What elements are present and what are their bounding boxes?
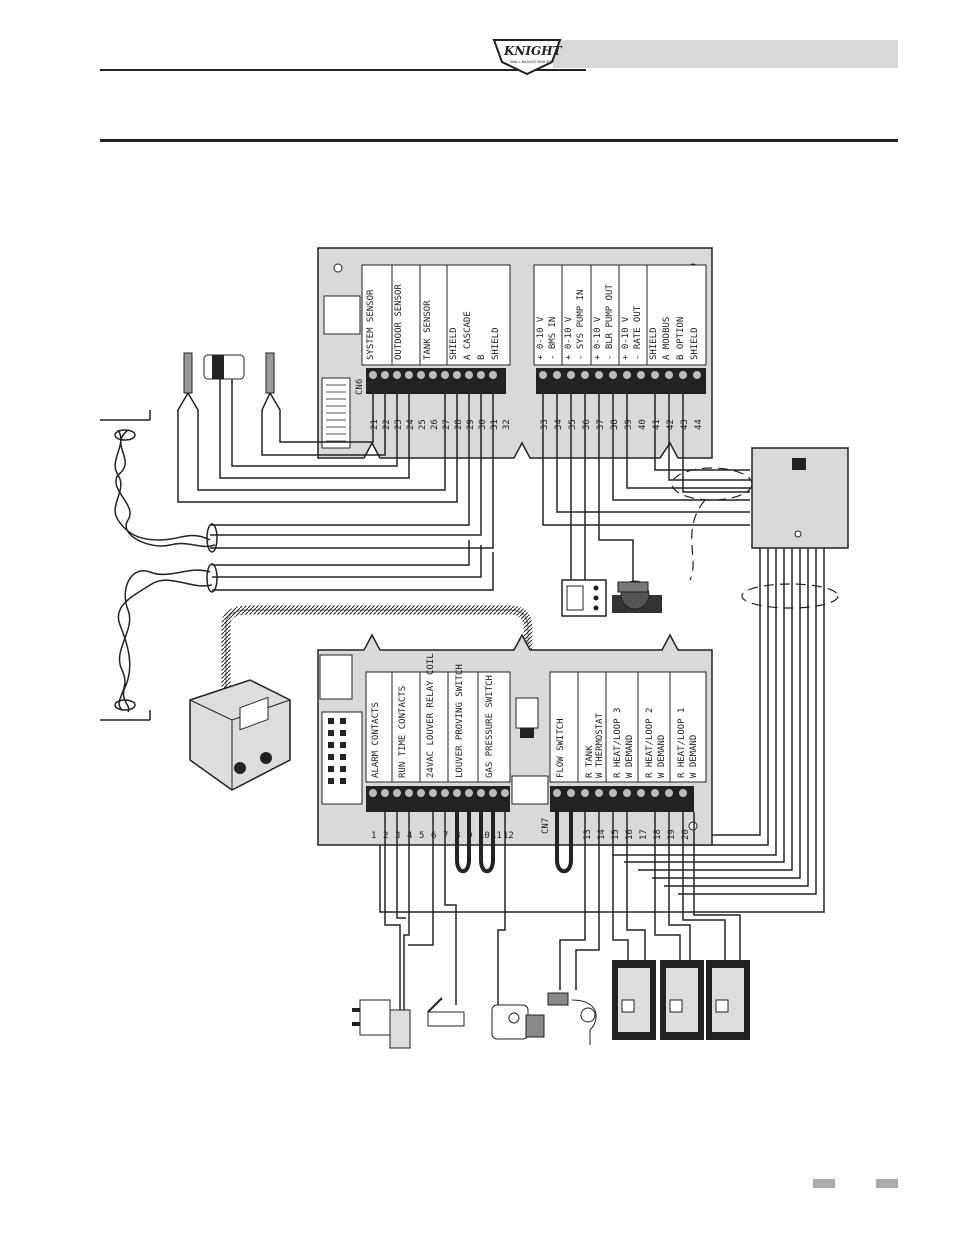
label-modbus-a: A MODBUS (662, 317, 672, 360)
tank-sensor-probe (265, 352, 275, 394)
label-blr-plus: + 0-10 V (593, 316, 603, 360)
terminal-35: 35 (568, 419, 578, 430)
terminal-12: 12 (503, 831, 514, 841)
thermostat-2 (660, 960, 704, 1040)
terminal-1: 1 (371, 831, 376, 841)
terminal-18: 18 (653, 829, 663, 840)
label-flow-switch-text: FLOW SWITCH (556, 718, 566, 778)
terminal-5: 5 (419, 831, 424, 841)
terminal-32: 32 (502, 419, 512, 430)
label-shield-1: SHIELD (449, 327, 459, 360)
louver-actuator (352, 999, 411, 1049)
label-demand-2: W DEMAND (657, 735, 667, 778)
thermostat-1 (706, 960, 750, 1040)
label-louver-relay-coil: 24VAC LOUVER RELAY COIL (426, 653, 436, 778)
louver-relay-box (189, 679, 291, 791)
cascade-cable-lower (100, 540, 494, 721)
terminal-27: 27 (442, 419, 452, 430)
label-r-tank: R TANK (585, 745, 595, 778)
label-demand-3: W DEMAND (625, 735, 635, 778)
terminal-21: 21 (370, 419, 380, 430)
label-heat-loop-1: R HEAT/LOOP 1 (677, 708, 687, 778)
thermostat-3 (612, 960, 656, 1040)
section-rule (100, 139, 898, 142)
terminal-44: 44 (694, 419, 704, 430)
label-gas-pressure-switch: GAS PRESSURE SWITCH (485, 675, 495, 778)
label-option-b: B OPTION (676, 317, 686, 360)
terminal-17: 17 (639, 829, 649, 840)
label-sys-plus: + 0-10 V (564, 316, 574, 360)
label-w-thermostat: W THERMOSTAT (595, 712, 605, 778)
terminal-38: 38 (610, 419, 620, 430)
terminal-42: 42 (666, 419, 676, 430)
label-cascade-a: A CASCADE (463, 311, 473, 360)
terminal-15: 15 (611, 829, 621, 840)
label-tank-sensor: TANK SENSOR (423, 300, 433, 360)
logo-text: KNIGHT (503, 44, 563, 58)
terminal-25: 25 (418, 419, 428, 430)
terminal-14: 14 (597, 829, 607, 840)
terminal-26: 26 (430, 419, 440, 430)
terminal-28: 28 (454, 419, 464, 430)
terminal-10: 10 (479, 831, 490, 841)
terminal-40: 40 (638, 419, 648, 430)
flow-switch (547, 992, 597, 1045)
label-alarm-contacts: ALARM CONTACTS (371, 702, 381, 778)
terminal-11: 11 (491, 831, 502, 841)
label-louver-proving-switch: LOUVER PROVING SWITCH (455, 664, 465, 778)
upper-control-board: SYSTEM SENSOR OUTDOOR SENSOR TANK SENSOR… (317, 247, 713, 459)
label-bms-plus: + 0-10 V (536, 316, 546, 360)
label-blr-pump-out: - BLR PUMP OUT (605, 284, 615, 360)
label-shield-3: SHIELD (649, 327, 659, 360)
label-heat-loop-2: R HEAT/LOOP 2 (645, 708, 655, 778)
label-rate-out: - RATE OUT (633, 305, 643, 360)
cascade-cable-upper (100, 394, 494, 553)
gas-pressure-switch (491, 1004, 545, 1040)
terminal-19: 19 (667, 829, 677, 840)
connector-cn6: CN6 (355, 379, 365, 395)
connector-cn7: CN7 (541, 818, 551, 834)
terminal-30: 30 (478, 419, 488, 430)
label-shield-2: SHIELD (491, 327, 501, 360)
terminal-34: 34 (554, 419, 564, 430)
terminal-24: 24 (406, 419, 416, 430)
knight-logo: KNIGHT WALL MOUNT BOILER (492, 39, 563, 76)
header-rule (100, 69, 586, 71)
terminal-31: 31 (490, 419, 500, 430)
terminal-36: 36 (582, 419, 592, 430)
lower-control-board: ALARM CONTACTS RUN TIME CONTACTS 24VAC L… (317, 633, 713, 846)
label-heat-loop-3: R HEAT/LOOP 3 (613, 708, 623, 778)
footer-block-left (813, 1179, 835, 1188)
bms-display-device (561, 579, 607, 617)
terminal-16: 16 (625, 829, 635, 840)
terminal-39: 39 (624, 419, 634, 430)
footer-block-right (876, 1179, 898, 1188)
terminal-20: 20 (681, 829, 691, 840)
terminal-13: 13 (583, 829, 593, 840)
label-system-sensor: SYSTEM SENSOR (366, 289, 376, 360)
terminal-33: 33 (540, 419, 550, 430)
terminal-29: 29 (466, 419, 476, 430)
terminal-43: 43 (680, 419, 690, 430)
logo-subtext: WALL MOUNT BOILER (510, 59, 552, 64)
outdoor-sensor (203, 354, 245, 380)
label-outdoor-sensor: OUTDOOR SENSOR (394, 284, 404, 360)
label-demand-1: W DEMAND (689, 735, 699, 778)
multi-temperature-controller (751, 447, 849, 549)
label-shield-4: SHIELD (690, 327, 700, 360)
header-band (553, 40, 898, 68)
label-rate-plus: + 0-10 V (621, 316, 631, 360)
label-bms-in: - BMS IN (548, 317, 558, 360)
terminal-22: 22 (382, 419, 392, 430)
terminal-41: 41 (652, 419, 662, 430)
label-cascade-b: B (477, 355, 487, 360)
system-pump (612, 580, 662, 613)
terminal-23: 23 (394, 419, 404, 430)
label-sys-pump-in: - SYS PUMP IN (576, 290, 586, 360)
terminal-37: 37 (596, 419, 606, 430)
label-run-time-contacts: RUN TIME CONTACTS (398, 686, 408, 778)
system-sensor-probe (183, 352, 193, 394)
louver-proving-switch (427, 997, 465, 1027)
